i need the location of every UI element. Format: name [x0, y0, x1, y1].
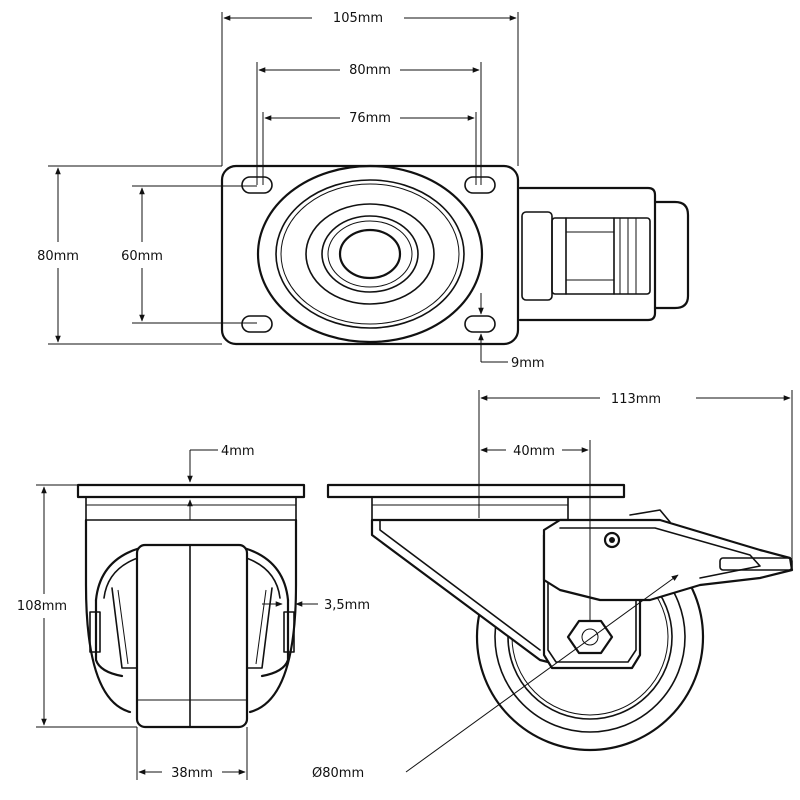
bearing-ring-outer: [256, 164, 484, 344]
dim-wheel-diameter: Ø80mm: [312, 766, 364, 781]
bearing-hub: [338, 228, 402, 280]
top-plate-front: [76, 483, 306, 499]
mounting-slot: [464, 315, 496, 333]
dim-plate-width: 105mm: [333, 11, 383, 26]
mounting-slot: [464, 176, 496, 194]
dim-plate-thickness: 4mm: [221, 444, 255, 459]
dim-offset: 40mm: [513, 444, 555, 459]
front-view: 4mm 108mm 3,5mm 38mm: [17, 444, 370, 781]
wheel-front: [135, 543, 249, 729]
dim-slot-width: 9mm: [511, 356, 545, 371]
axle-nut: [566, 619, 614, 655]
top-view: 105mm 80mm 76mm 80mm 60mm 9mm: [37, 11, 690, 371]
dim-plate-height: 80mm: [37, 249, 79, 264]
dim-hole-spacing-inner: 76mm: [349, 111, 391, 126]
bearing-ring: [305, 203, 435, 305]
top-plate-side: [326, 483, 626, 499]
dim-fork-gap: 3,5mm: [324, 598, 370, 613]
side-view: 113mm 40mm Ø80mm: [312, 390, 794, 781]
brake-top: [518, 186, 690, 322]
dim-total-height: 108mm: [17, 599, 67, 614]
dim-hole-spacing-outer: 80mm: [349, 63, 391, 78]
dim-wheel-width: 38mm: [171, 766, 213, 781]
dim-hole-spacing-vertical: 60mm: [121, 249, 163, 264]
dim-total-length: 113mm: [611, 392, 661, 407]
mounting-slot: [241, 315, 273, 333]
bearing-ring: [280, 183, 460, 325]
bearing-ring: [275, 179, 465, 329]
bearing-ring: [321, 215, 419, 293]
bearing-ring: [327, 220, 413, 288]
